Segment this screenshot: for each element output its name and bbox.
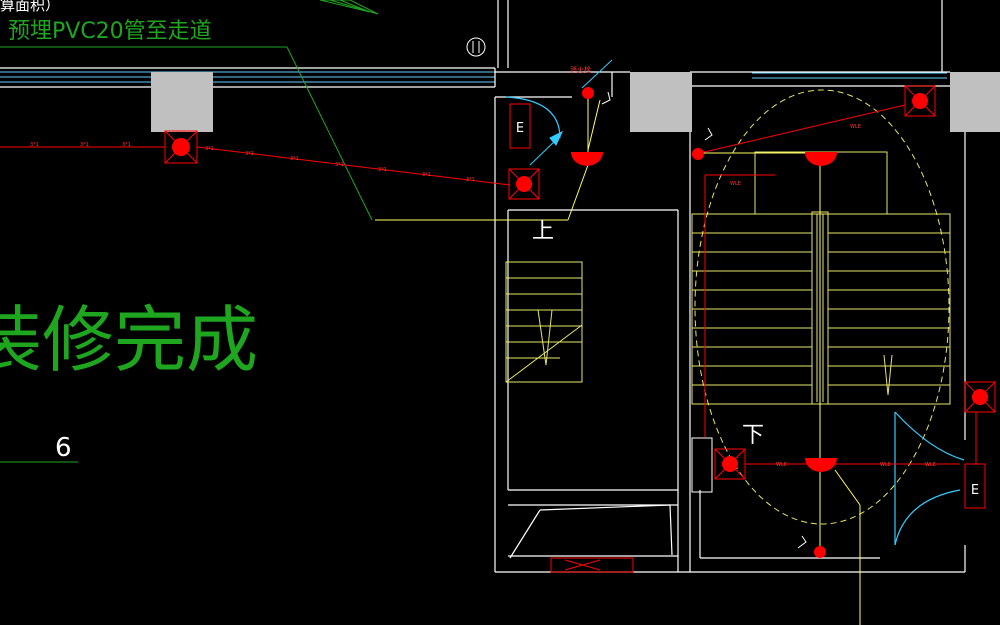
north-arrow-icon — [329, 0, 379, 15]
exit-sign-1-label: E — [516, 121, 524, 136]
window-band — [0, 71, 947, 83]
emergency-wiring — [0, 104, 977, 465]
emergency-light-2[interactable] — [508, 168, 540, 200]
annotation-number-text: 6 — [55, 433, 72, 463]
svg-text:3*1: 3*1 — [205, 146, 214, 152]
svg-text:WLE: WLE — [730, 181, 741, 187]
svg-text:3*1: 3*1 — [30, 142, 39, 148]
exit-sign-1[interactable]: E — [509, 103, 531, 149]
main-staircase — [691, 151, 951, 405]
stair-down-label: 下 — [742, 423, 764, 448]
svg-text:WLE: WLE — [776, 462, 787, 468]
svg-text:3*1: 3*1 — [422, 172, 431, 178]
annotation-top-text: 算面积） — [0, 0, 60, 14]
emergency-light-4[interactable] — [714, 448, 746, 480]
lighting-wires — [375, 96, 861, 625]
svg-text:WLE: WLE — [880, 462, 891, 468]
switch-dots — [582, 87, 826, 558]
evacuation-circle — [694, 89, 950, 525]
cyan-arrow-icon — [529, 59, 613, 166]
column-1 — [151, 72, 213, 132]
svg-text:3*1: 3*1 — [122, 142, 131, 148]
svg-text:3*1: 3*1 — [378, 167, 387, 173]
emergency-light-3[interactable] — [904, 85, 936, 117]
annotation-leader — [0, 0, 373, 463]
switch-marks — [601, 91, 807, 549]
svg-text:3*1: 3*1 — [466, 177, 475, 183]
annotation-finish-text: 装修完成 — [0, 298, 258, 382]
svg-text:WLE: WLE — [850, 124, 861, 130]
exit-sign-3[interactable] — [691, 437, 713, 493]
exit-sign-2-label: E — [971, 483, 979, 498]
small-red-label: 消火栓 — [570, 65, 591, 74]
column-2 — [630, 72, 692, 132]
small-staircase — [505, 261, 583, 383]
stair-up-label: 上 — [532, 219, 554, 244]
wire-code-labels: 3*1 3*1 3*1 3*1 3*1 3*1 3*1 3*1 3*1 3*1 … — [30, 124, 936, 468]
ceiling-lamp-2 — [805, 152, 837, 166]
exterior-walls — [0, 0, 966, 573]
hydrant-box[interactable] — [550, 557, 634, 573]
svg-text:3*1: 3*1 — [335, 162, 344, 168]
annotation-conduit-text: 预埋PVC20管至走道 — [8, 19, 212, 44]
ceiling-lamp-1 — [571, 152, 603, 166]
ceiling-lamp-3 — [805, 458, 837, 472]
emergency-light-5[interactable] — [964, 381, 996, 413]
column-3 — [950, 72, 1000, 132]
svg-text:3*1: 3*1 — [245, 151, 254, 157]
svg-text:3*1: 3*1 — [290, 156, 299, 162]
exit-sign-2[interactable]: E — [964, 463, 986, 509]
svg-text:3*1: 3*1 — [80, 142, 89, 148]
phase-symbol-icon — [466, 37, 486, 57]
door-swings — [505, 96, 965, 546]
ceiling-lamps — [571, 152, 837, 472]
svg-text:WLE: WLE — [925, 462, 936, 468]
emergency-light-1[interactable] — [164, 130, 198, 164]
